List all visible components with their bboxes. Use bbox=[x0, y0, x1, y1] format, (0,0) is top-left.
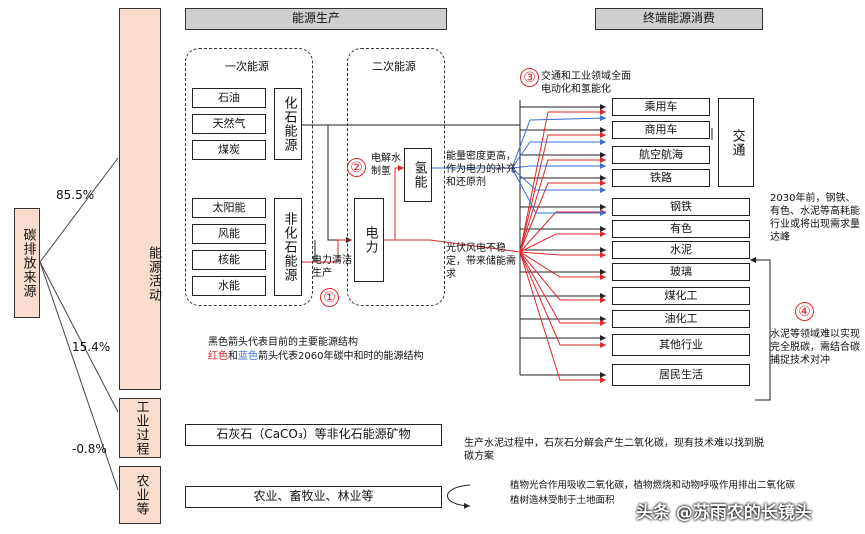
other-industry-box: 其他行业 bbox=[612, 334, 750, 356]
watermark: 头条 @苏雨农的长镜头 bbox=[636, 503, 812, 523]
consumption-header: 终端能源消费 bbox=[595, 8, 763, 30]
hydro-box: 水能 bbox=[192, 276, 266, 296]
hydrogen-role-note: 能量密度更高，作为电力的补充和还原剂 bbox=[446, 151, 516, 188]
agri-sectors-box: 农业、畜牧业、林业等 bbox=[185, 486, 442, 508]
transport-group-box: 交通 bbox=[718, 98, 754, 187]
coal-chemical-box: 煤化工 bbox=[612, 287, 750, 305]
secondary-energy-title: 二次能源 bbox=[372, 60, 416, 73]
limestone-box: 石灰石（CaCO₃）等非化石能源矿物 bbox=[185, 424, 442, 446]
agriculture-bar: 农业等 bbox=[119, 466, 161, 524]
energy-activity-text: 能源活动 bbox=[146, 246, 161, 302]
legend-blue: 蓝色 bbox=[238, 351, 258, 362]
residential-box: 居民生活 bbox=[612, 364, 750, 386]
electrify-note: 交通和工业领域全面电动化和氢能化 bbox=[541, 71, 631, 95]
legend-colored: 红色和蓝色箭头代表2060年碳中和时的能源结构 bbox=[208, 350, 423, 363]
coal-box: 煤炭 bbox=[192, 140, 266, 160]
cement-box: 水泥 bbox=[612, 241, 750, 259]
primary-energy-title: 一次能源 bbox=[225, 60, 269, 73]
fossil-energy-box: 化石能源 bbox=[274, 88, 302, 160]
pv-wind-note: 光伏风电不稳定，带来储能需求 bbox=[446, 243, 516, 280]
glass-box: 玻璃 bbox=[612, 263, 750, 281]
energy-share: 85.5% bbox=[56, 188, 95, 202]
hydrogen-box: 氢能 bbox=[404, 148, 432, 202]
marker-1: ① bbox=[320, 288, 339, 307]
industrial-process-bar: 工业过程 bbox=[119, 398, 161, 458]
clean-power-note: 电力清洁生产 bbox=[312, 255, 352, 279]
solar-box: 太阳能 bbox=[192, 198, 266, 218]
legend-and: 和 bbox=[228, 351, 238, 362]
natural-gas-box: 天然气 bbox=[192, 114, 266, 134]
legend-black: 黑色箭头代表目前的主要能源结构 bbox=[208, 337, 358, 348]
aviation-shipping-box: 航空航海 bbox=[612, 146, 710, 164]
oil-box: 石油 bbox=[192, 88, 266, 108]
commercial-vehicle-box: 商用车 bbox=[612, 121, 710, 139]
agriculture-text: 农业等 bbox=[133, 474, 149, 516]
railway-box: 铁路 bbox=[612, 169, 710, 187]
industrial-process-text: 工业过程 bbox=[133, 400, 149, 456]
legend-tail: 箭头代表2060年碳中和时的能源结构 bbox=[258, 351, 424, 362]
reforest-note: 植树造林受制于土地面积 bbox=[510, 495, 615, 506]
marker-3: ③ bbox=[520, 68, 539, 87]
secondary-energy-group bbox=[347, 48, 445, 306]
industry-share: 15.4% bbox=[72, 340, 111, 354]
nuclear-box: 核能 bbox=[192, 250, 266, 270]
non-fossil-energy-box: 非化石能源 bbox=[274, 198, 302, 296]
carbon-source-label: 碳排放来源 bbox=[14, 208, 40, 318]
cement-process-note: 生产水泥过程中，石灰石分解会产生二氧化碳，现有技术难以找到脱碳方案 bbox=[464, 438, 764, 462]
cement-tech-note: 水泥等领域难以实现完全脱碳，需结合碳捕捉技术对冲 bbox=[770, 329, 860, 366]
nonferrous-box: 有色 bbox=[612, 220, 750, 238]
passenger-car-box: 乘用车 bbox=[612, 98, 710, 116]
marker-2: ② bbox=[347, 158, 366, 177]
steel-box: 钢铁 bbox=[612, 198, 750, 216]
wind-box: 风能 bbox=[192, 224, 266, 244]
primary-energy-group bbox=[185, 48, 313, 306]
electricity-box: 电力 bbox=[354, 198, 384, 282]
peak-2030-note: 2030年前，钢铁、有色、水泥等高耗能行业或将出现需求量达峰 bbox=[770, 193, 860, 243]
oil-chemical-box: 油化工 bbox=[612, 310, 750, 328]
legend-red: 红色 bbox=[208, 351, 228, 362]
photosynthesis-note: 植物光合作用吸收二氧化碳，植物燃烧和动物呼吸作用排出二氧化碳 bbox=[510, 480, 796, 491]
agriculture-share: -0.8% bbox=[72, 442, 107, 456]
energy-activity-bar: 能源活动 bbox=[119, 8, 161, 390]
production-header: 能源生产 bbox=[185, 8, 447, 30]
marker-4: ④ bbox=[795, 302, 814, 321]
carbon-source-text: 碳排放来源 bbox=[20, 228, 36, 298]
electrolysis-label: 电解水制氢 bbox=[371, 153, 401, 177]
